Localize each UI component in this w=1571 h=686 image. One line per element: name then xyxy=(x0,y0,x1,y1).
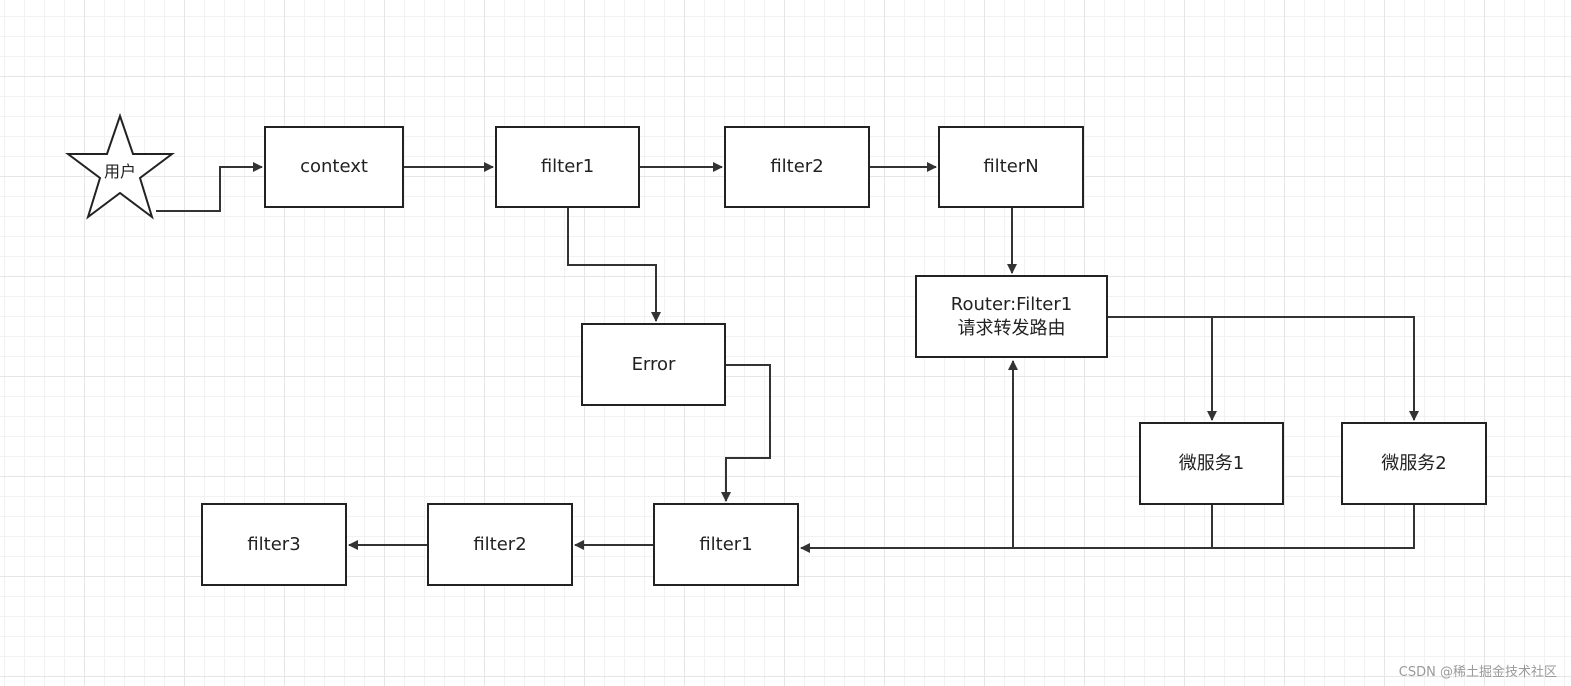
node-error-label: Error xyxy=(631,353,676,375)
node-filter1-top: filter1 xyxy=(495,126,640,208)
node-filterN: filterN xyxy=(938,126,1084,208)
node-filter3-label: filter3 xyxy=(247,533,301,555)
node-filter2-top-label: filter2 xyxy=(770,156,824,177)
node-service2-label: 微服务2 xyxy=(1381,452,1447,474)
node-service1: 微服务1 xyxy=(1139,422,1284,505)
node-filter2-bottom: filter2 xyxy=(427,503,573,586)
edge-error-to-filter1-bottom xyxy=(721,364,771,502)
watermark: CSDN @稀土掘金技术社区 xyxy=(1398,665,1557,680)
node-service2: 微服务2 xyxy=(1341,422,1487,505)
node-router-label-line2: 请求转发路由 xyxy=(957,317,1066,339)
node-router: Router:Filter1 请求转发路由 xyxy=(915,275,1108,358)
star-icon xyxy=(65,112,175,220)
node-context-label: context xyxy=(300,156,368,177)
node-filter2-bottom-label: filter2 xyxy=(473,533,527,555)
node-filter2-top: filter2 xyxy=(724,126,870,208)
edge-user-to-context xyxy=(156,162,263,212)
node-router-label-line1: Router:Filter1 xyxy=(950,293,1073,315)
node-context: context xyxy=(264,126,404,208)
user-start-node: 用户 xyxy=(64,112,176,224)
node-filter1-bottom: filter1 xyxy=(653,503,799,586)
node-filter3: filter3 xyxy=(201,503,347,586)
edge-service2-to-filter1-bottom xyxy=(800,505,1415,553)
node-filterN-label: filterN xyxy=(983,156,1039,177)
node-filter1-bottom-label: filter1 xyxy=(699,533,753,555)
edge-router-to-service1 xyxy=(1108,316,1217,421)
user-label: 用户 xyxy=(103,162,136,181)
edge-router-to-service2 xyxy=(1212,316,1419,421)
node-filter1-top-label: filter1 xyxy=(540,156,595,177)
edge-filter1-to-error xyxy=(567,208,661,322)
node-service1-label: 微服务1 xyxy=(1178,452,1245,474)
node-error: Error xyxy=(581,323,726,406)
